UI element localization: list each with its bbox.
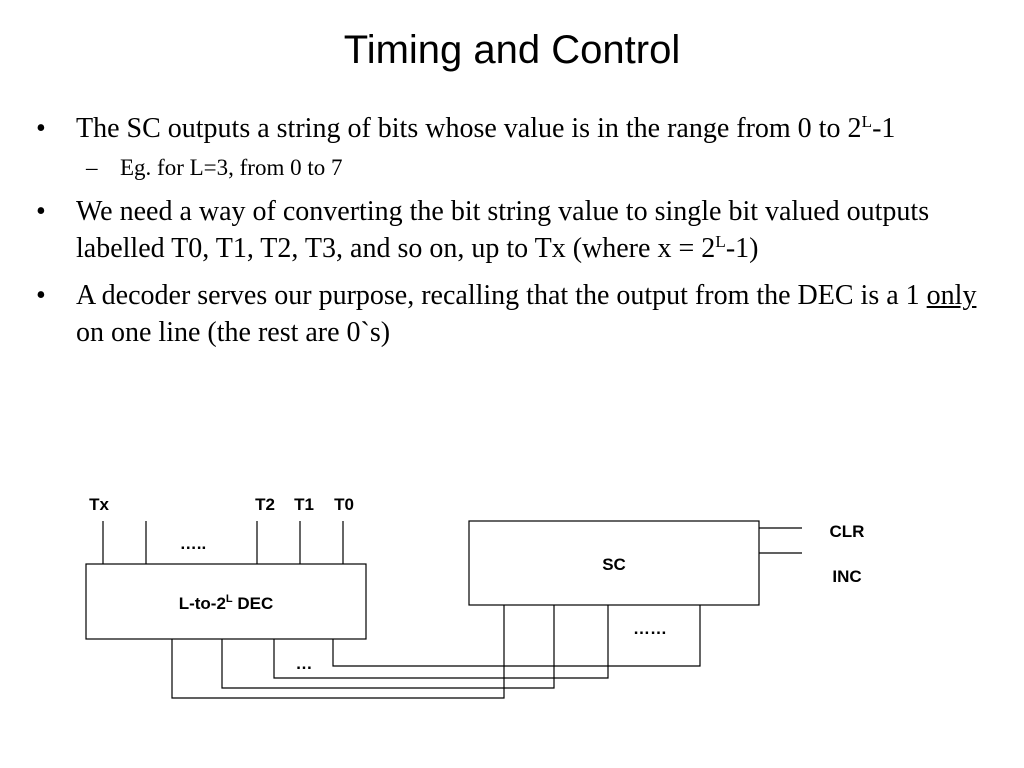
label-t1: T1	[294, 495, 314, 514]
sc-label: SC	[602, 555, 626, 574]
dash-icon: –	[86, 155, 98, 180]
bullet-icon: •	[36, 196, 46, 227]
sub-bullet-example: – Eg. for L=3, from 0 to 7	[30, 153, 1000, 183]
dec-label-prefix: L-to-2	[179, 594, 226, 613]
bullet-text-end: on one line (the rest are 0`s)	[76, 317, 391, 348]
bullet-text: We need a way of converting the bit stri…	[76, 196, 930, 264]
sc-box	[468, 520, 760, 606]
bullet-sc-outputs: • The SC outputs a string of bits whose …	[30, 110, 1000, 147]
dec-label: L-to-2L DEC	[179, 593, 274, 613]
bullet-converting: • We need a way of converting the bit st…	[30, 193, 1000, 267]
bullet-text: The SC outputs a string of bits whose va…	[76, 113, 862, 144]
label-tx: Tx	[89, 495, 109, 514]
dec-label-sup: L	[226, 593, 233, 605]
label-t2: T2	[255, 495, 275, 514]
superscript: L	[861, 112, 873, 132]
bus-ellipsis: …	[296, 654, 313, 673]
bus-wire-1	[171, 605, 505, 699]
sc-outputs-ellipsis: ……	[633, 619, 667, 638]
inc-label: INC	[832, 567, 861, 586]
bullet-icon: •	[36, 113, 46, 144]
bullet-list: • The SC outputs a string of bits whose …	[30, 110, 1000, 361]
sub-bullet-text: Eg. for L=3, from 0 to 7	[120, 155, 343, 180]
bus-wire-4	[332, 605, 701, 667]
underlined-word: only	[926, 280, 977, 311]
bullet-text-end: -1	[872, 113, 896, 144]
bullet-text-end: -1)	[725, 233, 759, 264]
decoder-box	[85, 563, 367, 640]
superscript: L	[715, 232, 726, 252]
clr-label: CLR	[830, 522, 865, 541]
dec-outputs-ellipsis: …..	[180, 534, 206, 553]
slide-title: Timing and Control	[343, 28, 681, 72]
bullet-text: A decoder serves our purpose, recalling …	[76, 280, 927, 311]
bus-wire-3	[273, 605, 609, 679]
bus-wire-2	[221, 605, 555, 689]
label-t0: T0	[334, 495, 354, 514]
dec-label-suffix: DEC	[233, 594, 274, 613]
bullet-icon: •	[36, 280, 46, 311]
bullet-decoder: • A decoder serves our purpose, recallin…	[30, 277, 1000, 351]
